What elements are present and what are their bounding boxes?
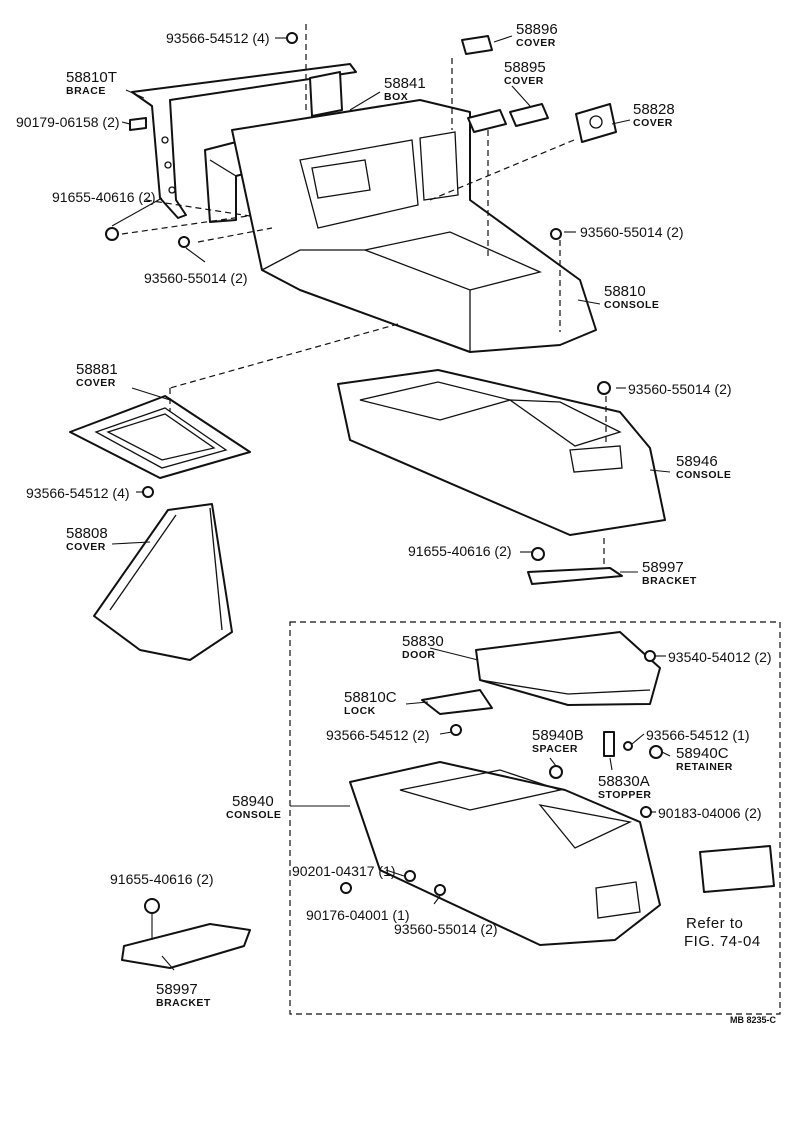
label-58830-name: DOOR [402,649,436,661]
label-58841: 58841 [384,75,426,92]
label-58940c: 58940C [676,745,729,762]
label-91655-40616-b: 91655-40616 (2) [408,543,512,559]
label-93566-54512-b: 93566-54512 (4) [26,485,130,501]
label-58810c-name: LOCK [344,705,376,717]
label-58828-name: COVER [633,117,673,129]
label-58808: 58808 [66,525,108,542]
label-58946: 58946 [676,453,718,470]
label-58810: 58810 [604,283,646,300]
console-58946 [337,369,666,536]
detail-frame [289,621,781,1015]
label-93560-55014-c: 93560-55014 (2) [628,381,732,397]
label-58810-name: CONSOLE [604,299,660,311]
label-58946-name: CONSOLE [676,469,732,481]
label-58940c-name: RETAINER [676,761,733,773]
reference-part [699,845,775,893]
label-58940-name: CONSOLE [226,809,282,821]
label-90201-04317: 90201-04317 (1) [292,863,396,879]
cover-58828 [575,103,617,143]
label-90176-04001: 90176-04001 (1) [306,907,410,923]
label-90183-04006: 90183-04006 (2) [658,805,762,821]
label-58997-b: 58997 [156,981,198,998]
dashed-guides [121,24,607,568]
label-58997-a: 58997 [642,559,684,576]
label-91655-40616-a: 91655-40616 (2) [52,189,156,205]
label-58997-a-name: BRACKET [642,575,697,587]
clip-93566 [142,486,154,498]
label-58881-name: COVER [76,377,116,389]
label-58828: 58828 [633,101,675,118]
cover-58895-b [509,103,549,127]
cover-58881 [69,395,251,479]
label-58810c: 58810C [344,689,397,706]
label-91655-40616-c: 91655-40616 (2) [110,871,214,887]
label-58830a: 58830A [598,773,650,790]
cover-58895-a [467,109,507,133]
door-58830 [475,631,661,706]
refer-note-line2: FIG. 74-04 [684,933,761,950]
figure-code: MB 8235-C [730,1015,777,1025]
label-58810t-name: BRACE [66,85,106,97]
label-93560-55014-a: 93560-55014 (2) [580,224,684,240]
label-90179-06158: 90179-06158 (2) [16,114,120,130]
detail-fasteners [340,650,663,896]
label-58808-name: COVER [66,541,106,553]
boot-cover-58808 [93,503,233,661]
label-58940b: 58940B [532,727,584,744]
console-58940 [349,761,661,946]
bracket-58997-upper [527,547,623,585]
label-58895-name: COVER [504,75,544,87]
label-58810t: 58810T [66,69,117,86]
label-93540-54012: 93540-54012 (2) [668,649,772,665]
label-93560-55014-b: 93560-55014 (2) [144,270,248,286]
brace-58810t [131,63,357,219]
cover-58896 [461,35,493,55]
label-58896-name: COVER [516,37,556,49]
console-58810 [231,99,597,353]
label-58940: 58940 [232,793,274,810]
label-58896: 58896 [516,21,558,38]
label-58895: 58895 [504,59,546,76]
label-93566-54512-d: 93566-54512 (1) [646,727,750,743]
label-58830: 58830 [402,633,444,650]
label-58881: 58881 [76,361,118,378]
leader-lines [111,35,671,971]
label-58997-b-name: BRACKET [156,997,211,1009]
label-93566-54512-a: 93566-54512 (4) [166,30,270,46]
refer-note-line1: Refer to [686,915,744,932]
label-93560-55014-d: 93560-55014 (2) [394,921,498,937]
fasteners-upper [105,32,611,395]
label-58830a-name: STOPPER [598,789,652,801]
lock-58810c [421,689,493,715]
bracket-58997-lower [121,898,251,969]
label-58940b-name: SPACER [532,743,578,755]
label-93566-54512-c: 93566-54512 (2) [326,727,430,743]
label-58841-name: BOX [384,91,409,103]
